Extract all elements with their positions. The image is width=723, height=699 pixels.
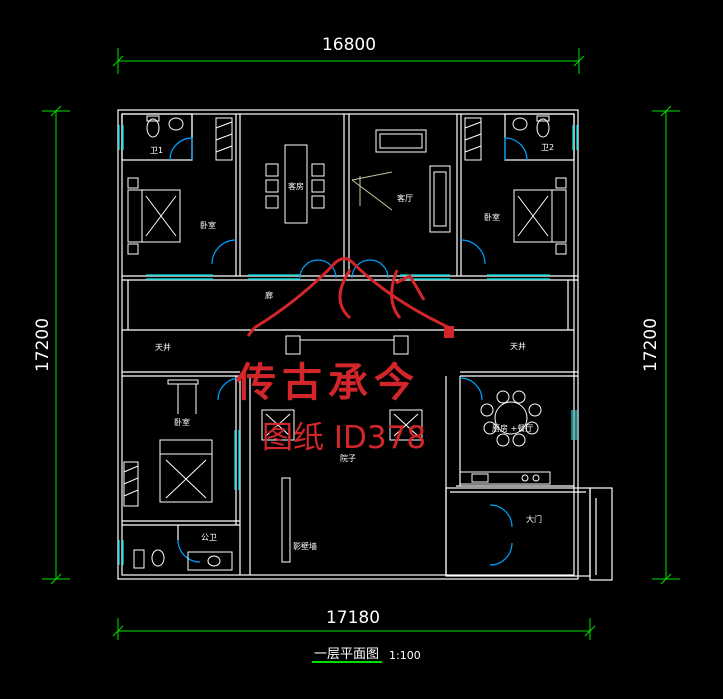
drawing-scale: 1:100 — [389, 649, 421, 662]
watermark-brand: 传古承今 — [235, 359, 420, 406]
label-living-room: 客厅 — [397, 193, 413, 203]
label-main-gate: 大门 — [526, 514, 542, 524]
label-toilet-2: 卫2 — [541, 143, 554, 152]
windows — [118, 125, 578, 565]
label-courtyard-left: 天井 — [155, 342, 171, 352]
label-screen-wall: 影壁墙 — [293, 541, 317, 551]
watermark: 传古承今 图纸 ID378 — [235, 257, 454, 456]
label-courtyard-right: 天井 — [510, 341, 526, 351]
room-labels: 卫1 卫2 卧室 卧室 客房 客厅 廊 天井 天井 卧室 院子 影壁墙 厨房 +… — [150, 143, 554, 551]
dim-top-width: 16800 — [322, 35, 376, 55]
watermark-roof-icon — [246, 257, 454, 338]
doors — [169, 137, 528, 566]
label-corridor: 廊 — [265, 290, 273, 300]
dim-right-depth: 17200 — [641, 318, 661, 372]
dim-left-depth: 17200 — [33, 318, 53, 372]
label-courtyard-main: 院子 — [340, 453, 356, 463]
label-bedroom-ne: 卧室 — [484, 212, 500, 222]
watermark-drawing-id: 图纸 ID378 — [262, 420, 426, 456]
walls — [117, 109, 613, 581]
dim-bottom-width: 17180 — [326, 608, 380, 628]
furniture — [123, 115, 567, 571]
label-bedroom-nw: 卧室 — [200, 220, 216, 230]
label-kitchen-dining: 厨房 +餐厅 — [492, 423, 533, 433]
drawing-title: 一层平面图 — [314, 647, 379, 662]
label-bedroom-sw: 卧室 — [174, 417, 190, 427]
label-public-toilet: 公卫 — [201, 533, 217, 542]
dimension-lines — [42, 48, 680, 663]
label-toilet-1: 卫1 — [150, 146, 163, 155]
label-guest-room: 客房 — [288, 181, 304, 191]
